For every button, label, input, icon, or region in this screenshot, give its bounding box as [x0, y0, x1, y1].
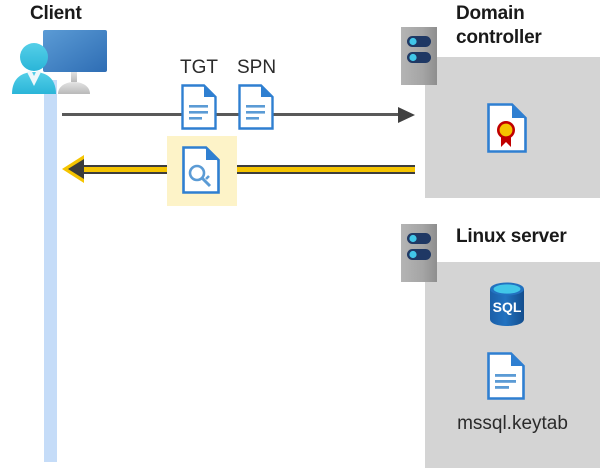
keytab-document-icon	[487, 352, 525, 400]
domain-controller-server-rack-icon	[401, 27, 437, 85]
sql-database-label: SQL	[493, 299, 522, 315]
spn-document-icon	[238, 84, 274, 130]
response-arrowhead-icon	[68, 159, 84, 179]
linux-server-title: Linux server	[456, 226, 567, 247]
key-document-icon	[182, 146, 220, 194]
tgt-label: TGT	[180, 57, 218, 78]
certificate-document-icon	[487, 103, 527, 153]
response-arrow-line	[76, 165, 415, 174]
tgt-document-icon	[181, 84, 217, 130]
request-arrowhead-icon	[398, 107, 415, 123]
request-arrow-line	[62, 113, 402, 116]
domain-controller-title: Domain controller	[456, 3, 542, 48]
linux-server-rack-icon	[401, 224, 437, 282]
keytab-file-label: mssql.keytab	[457, 413, 568, 434]
spn-label: SPN	[237, 57, 277, 78]
client-lifeline	[44, 80, 57, 462]
client-title: Client	[30, 3, 82, 24]
client-workstation-icon	[6, 22, 110, 100]
sql-database-icon: SQL	[487, 281, 527, 327]
